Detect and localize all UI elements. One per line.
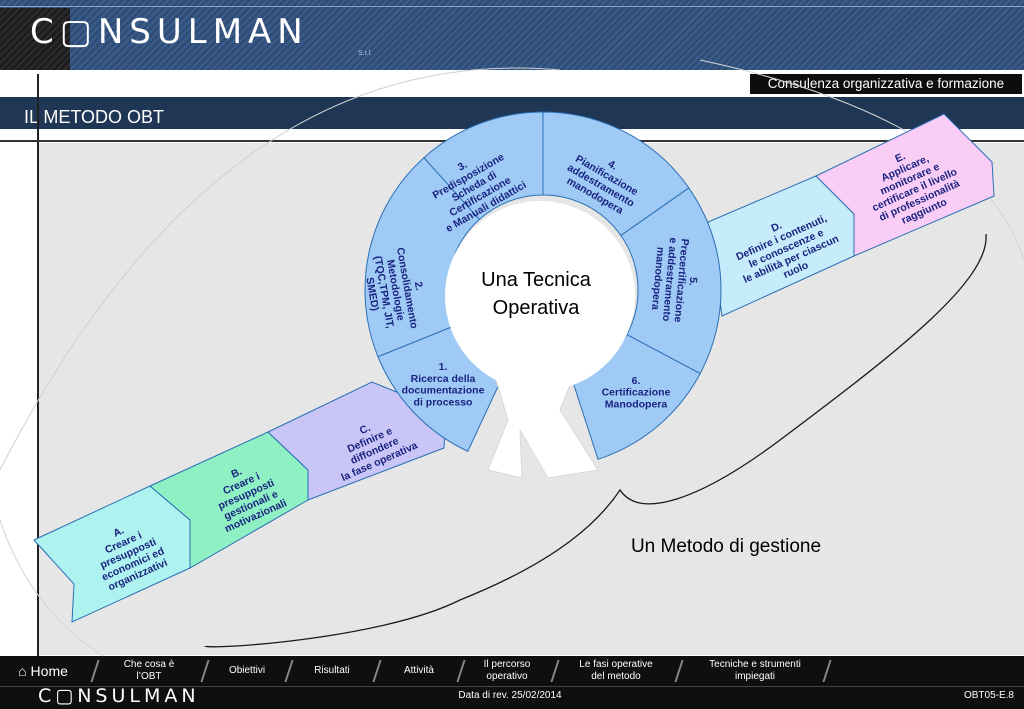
band-segment-C-label-line: C. [358, 422, 373, 437]
band-segment-D-label-line: D. [769, 219, 784, 234]
band-segment-B-label-line: B. [229, 465, 244, 480]
background-arc [0, 67, 561, 471]
revision-date: Data di rev. 25/02/2014 [458, 690, 562, 701]
footer-divider [0, 686, 1024, 687]
ring-segment-2-label-line: SMED) [363, 276, 381, 311]
ring-segment-1-label-line: documentazione [402, 385, 485, 397]
nav-item-label: Attività [403, 665, 434, 676]
ring-segment-1-label-line: di processo [414, 396, 473, 408]
nav-item-label: Risultati [314, 665, 350, 676]
curly-brace [204, 233, 987, 648]
band-segment-C [267, 381, 447, 501]
ring-segment-6-label-line: Manodopera [605, 398, 668, 410]
nav-home[interactable]: ⌂Home [18, 663, 68, 679]
center-circle [445, 201, 635, 391]
ring-segment-5-label-line: manodopera [649, 246, 666, 310]
header-top-line [0, 6, 1024, 7]
ring-segment-1-label-line: 1. [439, 361, 448, 373]
tagline: Consulenza organizzativa e formazione [750, 74, 1022, 94]
logo-subtitle: S.r.l. [358, 50, 373, 57]
gestione-label: Un Metodo di gestione [631, 536, 821, 557]
document-code: OBT05-E.8 [963, 690, 1014, 701]
band-segment-E [815, 113, 995, 257]
ring-segment-1-label-line: Ricerca della [411, 373, 476, 385]
vertical-rule [37, 74, 39, 656]
ring-segment-6-label-line: Certificazione [602, 387, 671, 399]
arrow-shape [487, 379, 599, 479]
ring-segment-5 [620, 187, 722, 375]
footer-logo: C▢NSULMAN [38, 685, 200, 707]
ring-segment-2-label-line: 2. [412, 281, 425, 292]
center-text-line-1: Una Tecnica [481, 269, 592, 291]
band-segment-A-label-line: A. [111, 524, 126, 539]
ring-segment-5-label-line: 5. [687, 277, 700, 287]
nav-item-3[interactable]: Risultati [290, 656, 374, 686]
nav-item-2[interactable]: Obiettivi [206, 656, 288, 686]
logo: C▢NSULMAN [30, 12, 309, 52]
footer-bar [0, 656, 1024, 709]
page-title: IL METODO OBT [24, 107, 165, 127]
ring-segment-6-label-line: 6. [632, 375, 641, 387]
home-icon: ⌂ [18, 663, 27, 679]
nav-item-label: Obiettivi [228, 665, 266, 676]
band-segment-E-label-line: E. [893, 150, 907, 165]
center-text-line-2: Operativa [493, 297, 581, 319]
header-banner [0, 0, 1024, 70]
nav-item-4[interactable]: Attività [378, 656, 460, 686]
logo-box [0, 8, 70, 70]
